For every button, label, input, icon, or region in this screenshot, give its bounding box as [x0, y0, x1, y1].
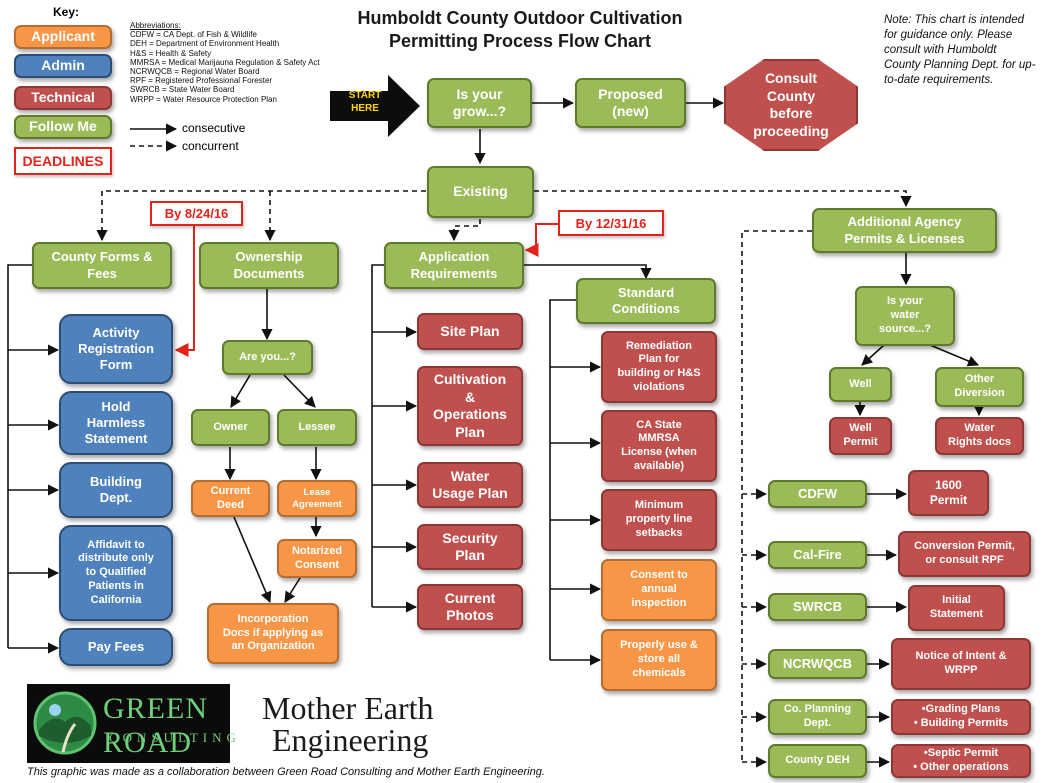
key-consecutive-label: consecutive: [182, 121, 246, 135]
node-security-plan: Security Plan: [417, 524, 523, 570]
node-incorporation-docs: Incorporation Docs if applying as an Org…: [207, 603, 339, 664]
node-water-source: Is your water source...?: [855, 286, 955, 346]
deadline-badge-1: By 8/24/16: [150, 201, 243, 226]
node-water-rights: Water Rights docs: [935, 417, 1024, 455]
node-ncrwqcb: NCRWQCB: [768, 649, 867, 679]
node-1600-permit: 1600 Permit: [908, 470, 989, 516]
node-site-plan: Site Plan: [417, 313, 523, 350]
node-cdfw: CDFW: [768, 480, 867, 508]
mother-earth-logo: Mother Earth Engineering: [262, 692, 434, 756]
node-remediation-plan: Remediation Plan for building or H&S vio…: [601, 331, 717, 403]
key-concurrent-label: concurrent: [182, 139, 239, 153]
abbreviation-item: WRPP = Water Resource Protection Plan: [130, 94, 277, 104]
abbreviation-item: SWRCB = State Water Board: [130, 85, 235, 95]
node-other-diversion: Other Diversion: [935, 367, 1024, 407]
green-road-logo: GREEN ROAD CONSULTING: [27, 684, 236, 763]
node-setbacks: Minimum property line setbacks: [601, 489, 717, 551]
node-mmrsa-license: CA State MMRSA License (when available): [601, 410, 717, 482]
abbreviation-item: MMRSA = Medical Marijauna Regulation & S…: [130, 57, 320, 67]
node-proposed: Proposed (new): [575, 78, 686, 128]
node-ownership-documents: Ownership Documents: [199, 242, 339, 289]
node-county-deh: County DEH: [768, 744, 867, 778]
node-lease-agreement: Lease Agreement: [277, 480, 357, 517]
deadline-badge-2: By 12/31/16: [558, 210, 664, 236]
node-notice-of-intent: Notice of Intent & WRPP: [891, 638, 1031, 690]
abbreviation-item: RPF = Registered Professional Forester: [130, 76, 273, 86]
node-septic-permit: •Septic Permit • Other operations: [891, 744, 1031, 778]
node-current-photos: Current Photos: [417, 584, 523, 630]
key-applicant: Applicant: [14, 25, 112, 49]
key-technical: Technical: [14, 86, 112, 110]
node-cal-fire: Cal-Fire: [768, 541, 867, 569]
node-building-dept: Building Dept.: [59, 462, 173, 518]
key-deadlines: DEADLINES: [14, 147, 112, 175]
node-cultivation-plan: Cultivation & Operations Plan: [417, 366, 523, 446]
node-pay-fees: Pay Fees: [59, 628, 173, 666]
node-chemicals: Properly use & store all chemicals: [601, 629, 717, 691]
node-consent-inspection: Consent to annual inspection: [601, 559, 717, 621]
abbreviations-heading: Abbreviations:: [130, 21, 181, 30]
globe-logo-icon: [33, 691, 97, 755]
title-line-2: Permitting Process Flow Chart: [388, 31, 652, 52]
node-standard-conditions: Standard Conditions: [576, 278, 716, 324]
node-owner: Owner: [191, 409, 270, 446]
node-is-your-grow: Is your grow...?: [427, 78, 532, 128]
title-line-1: Humboldt County Outdoor Cultivation: [357, 8, 683, 28]
node-well: Well: [829, 367, 892, 402]
node-application-requirements: Application Requirements: [384, 242, 524, 289]
start-arrow-icon: [330, 75, 420, 137]
node-co-planning: Co. Planning Dept.: [768, 699, 867, 735]
guidance-note: Note: This chart is intended for guidanc…: [884, 14, 1036, 86]
abbreviations-list: Abbreviations: CDFW = CA Dept. of Fish &…: [130, 21, 330, 104]
page-title: Humboldt County Outdoor Cultivation Perm…: [300, 7, 740, 54]
node-swrcb: SWRCB: [768, 593, 867, 621]
abbreviation-item: DEH = Department of Environment Health: [130, 39, 280, 49]
node-well-permit: Well Permit: [829, 417, 892, 455]
node-county-forms-fees: County Forms & Fees: [32, 242, 172, 289]
footer-credit: This graphic was made as a collaboration…: [27, 766, 545, 778]
green-road-consulting: CONSULTING: [109, 730, 241, 745]
start-here-label: START HERE: [348, 90, 382, 114]
green-road-name: GREEN ROAD: [103, 692, 208, 759]
node-activity-registration: Activity Registration Form: [59, 314, 173, 384]
node-water-usage-plan: Water Usage Plan: [417, 462, 523, 508]
key-follow-me: Follow Me: [14, 115, 112, 139]
mother-earth-line-1: Mother Earth: [262, 690, 434, 726]
node-grading-building: •Grading Plans • Building Permits: [891, 699, 1031, 735]
node-current-deed: Current Deed: [191, 480, 270, 517]
node-affidavit: Affidavit to distribute only to Qualifie…: [59, 525, 173, 621]
node-conversion-permit: Conversion Permit, or consult RPF: [898, 531, 1031, 577]
abbreviation-item: H&S = Health & Safety: [130, 48, 212, 58]
key-label: Key:: [53, 5, 80, 19]
abbreviation-item: NCRWQCB = Regional Water Board: [130, 66, 260, 76]
node-notarized-consent: Notarized Consent: [277, 539, 357, 578]
abbreviation-item: CDFW = CA Dept. of Fish & Wildlife: [130, 30, 257, 40]
node-lessee: Lessee: [277, 409, 357, 446]
node-hold-harmless: Hold Harmless Statement: [59, 391, 173, 455]
node-initial-statement: Initial Statement: [908, 585, 1005, 631]
node-consult-county: Consult County before proceeding: [724, 59, 858, 151]
mother-earth-line-2: Engineering: [272, 722, 429, 758]
node-existing: Existing: [427, 166, 534, 218]
node-additional-agency: Additional Agency Permits & Licenses: [812, 208, 997, 253]
node-are-you: Are you...?: [222, 340, 313, 375]
key-admin: Admin: [14, 54, 112, 78]
